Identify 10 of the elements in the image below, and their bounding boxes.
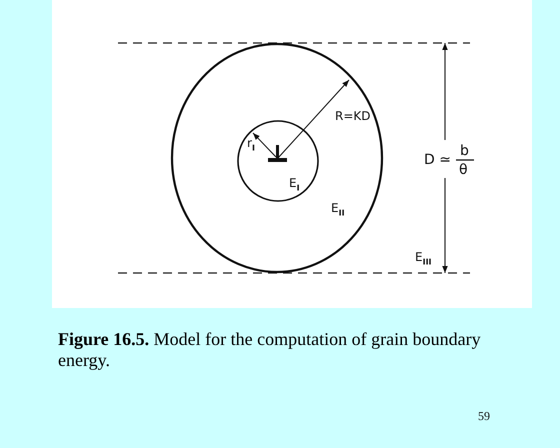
denominator-label: θ [459, 163, 468, 177]
radius-label: R=KD [335, 110, 371, 122]
radius-label: r$_{I}$ [247, 137, 255, 152]
energy-label: E$_{I}$ [289, 177, 300, 192]
energy-label: E$_{II}$ [331, 202, 345, 218]
page-number: 59 [478, 410, 490, 422]
figure-caption: Figure 16.5. Model for the computation of grain boundary energy. [58, 329, 482, 371]
numerator-label: b [460, 144, 469, 158]
energy-label: E$_{III}$ [415, 251, 432, 266]
spacing-label: D ≃ [424, 153, 451, 167]
